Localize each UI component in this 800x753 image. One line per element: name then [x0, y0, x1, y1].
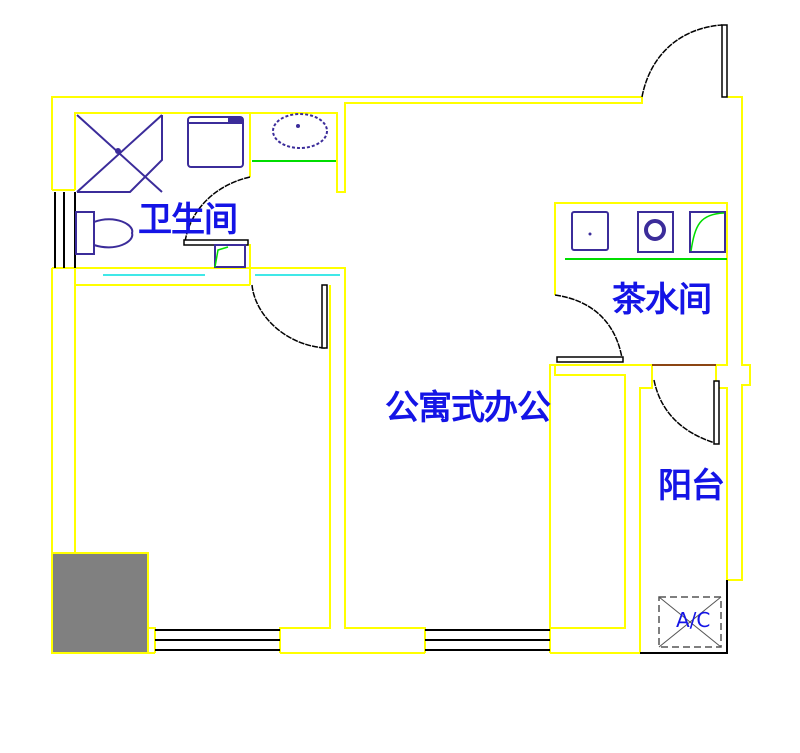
pantry-door[interactable]: [554, 294, 624, 363]
ac-label: A/C: [676, 608, 711, 632]
toilet-icon: [75, 211, 134, 255]
shower-icon: [76, 114, 163, 193]
ac-unit-icon: [640, 580, 728, 654]
room-label-office: 公寓式办公: [385, 388, 551, 428]
structural-column: [51, 552, 149, 654]
room-label-pantry: 茶水间: [612, 280, 712, 320]
room-door[interactable]: [251, 284, 328, 349]
outer-walls: [51, 96, 751, 654]
balcony-door[interactable]: [653, 379, 720, 445]
entrance-door[interactable]: [641, 24, 728, 98]
floor-drain-icon: [214, 244, 246, 268]
window-left: [54, 192, 76, 268]
stove-icon: [637, 211, 674, 253]
window-bottom-2: [425, 629, 550, 651]
sink-icon: [571, 211, 609, 251]
washing-machine-icon: [187, 116, 244, 168]
pantry-walls: [549, 202, 728, 653]
washbasin-icon: [252, 113, 336, 162]
fridge-icon: [689, 211, 726, 253]
room-label-balcony: 阳台: [658, 466, 725, 506]
window-bottom-1: [155, 629, 280, 651]
room-label-bathroom: 卫生间: [138, 200, 238, 240]
